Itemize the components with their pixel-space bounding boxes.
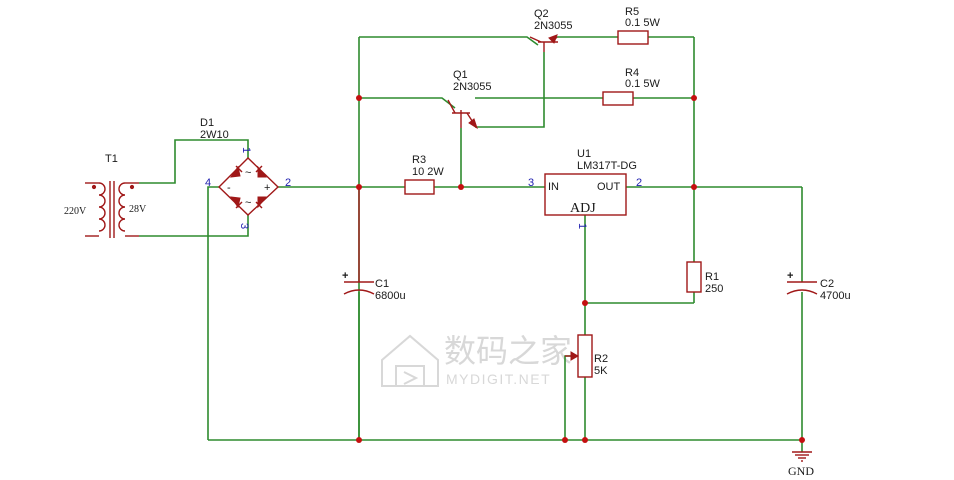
d1-pin-3: 3 bbox=[238, 223, 250, 229]
regulator-u1: U1 LM317T-DG IN OUT ADJ 3 2 1 bbox=[528, 148, 642, 229]
r3-ref: R3 bbox=[412, 154, 426, 166]
capacitor-c2: + C2 4700u bbox=[786, 270, 851, 302]
junction-dot bbox=[582, 300, 588, 306]
u1-pin-out: 2 bbox=[636, 177, 642, 189]
r4-ref: R4 bbox=[625, 67, 639, 79]
wire-q1-emitter bbox=[475, 52, 545, 128]
watermark: 数码之家 MYDIGIT.NET bbox=[381, 333, 572, 387]
junction-dot bbox=[458, 184, 464, 190]
u1-value: LM317T-DG bbox=[577, 160, 637, 172]
potentiometer-r2: R2 5K bbox=[565, 334, 608, 378]
d1-ac2: ~ bbox=[245, 197, 251, 209]
q1-value: 2N3055 bbox=[453, 81, 492, 93]
watermark-text-en: MYDIGIT.NET bbox=[446, 371, 551, 387]
junction-dot bbox=[582, 437, 588, 443]
c2-value: 4700u bbox=[820, 290, 851, 302]
ground-label: GND bbox=[788, 464, 814, 478]
u1-out-label: OUT bbox=[597, 181, 621, 193]
d1-pin-1: 1 bbox=[240, 147, 252, 153]
junction-dot bbox=[356, 184, 362, 190]
u1-adj-label: ADJ bbox=[570, 201, 596, 216]
d1-plus: + bbox=[264, 182, 270, 194]
ground-symbol: GND bbox=[788, 451, 814, 478]
c2-ref: C2 bbox=[820, 278, 834, 290]
watermark-text-cn: 数码之家 bbox=[444, 333, 572, 369]
capacitor-c1: + C1 6800u bbox=[342, 187, 406, 302]
wire-sec-top bbox=[139, 139, 249, 184]
junction-dot bbox=[356, 95, 362, 101]
d1-pin-4: 4 bbox=[205, 177, 211, 189]
d1-pin-2: 2 bbox=[285, 177, 291, 189]
junction-dot bbox=[356, 437, 362, 443]
r4-value: 0.1 5W bbox=[625, 78, 660, 90]
watermark-logo-icon bbox=[381, 334, 439, 387]
r5-ref: R5 bbox=[625, 6, 639, 18]
u1-ref: U1 bbox=[577, 148, 591, 160]
t1-ref: T1 bbox=[105, 153, 118, 165]
wire-q2-collector bbox=[359, 36, 539, 46]
wire-q1-collector bbox=[359, 97, 456, 109]
u1-pin-adj: 1 bbox=[576, 223, 588, 229]
wire-bridge-minus bbox=[207, 186, 219, 440]
junctions bbox=[356, 95, 805, 443]
u1-pin-in: 3 bbox=[528, 177, 534, 189]
r3-value: 10 2W bbox=[412, 166, 444, 178]
c1-value: 6800u bbox=[375, 290, 406, 302]
q2-value: 2N3055 bbox=[534, 20, 573, 32]
wire-sec-bottom bbox=[139, 215, 249, 237]
junction-dot bbox=[562, 437, 568, 443]
transistor-q1: Q1 2N3055 bbox=[447, 69, 492, 130]
q1-ref: Q1 bbox=[453, 69, 468, 81]
r5-value: 0.1 5W bbox=[625, 17, 660, 29]
t1-secondary-voltage: 28V bbox=[129, 204, 147, 215]
junction-dot bbox=[691, 95, 697, 101]
resistor-r1: R1 250 bbox=[686, 261, 723, 295]
resistor-r3: R3 10 2W bbox=[404, 154, 444, 195]
bridge-rectifier-d1: D1 2W10 1 2 3 4 - + ~ ~ bbox=[200, 117, 291, 229]
d1-value: 2W10 bbox=[200, 129, 229, 141]
t1-primary-voltage: 220V bbox=[64, 206, 87, 217]
d1-minus: - bbox=[227, 182, 231, 194]
resistor-r4: R4 0.1 5W bbox=[602, 67, 660, 106]
wires bbox=[139, 36, 803, 452]
d1-ac1: ~ bbox=[245, 167, 251, 179]
r2-value: 5K bbox=[594, 365, 608, 377]
junction-dot bbox=[799, 437, 805, 443]
r1-ref: R1 bbox=[705, 271, 719, 283]
junction-dot bbox=[691, 184, 697, 190]
transistor-q2: Q2 2N3055 bbox=[529, 8, 573, 52]
resistor-r5: R5 0.1 5W bbox=[617, 6, 660, 45]
q2-ref: Q2 bbox=[534, 8, 549, 20]
u1-in-label: IN bbox=[548, 181, 559, 193]
c2-polarity: + bbox=[787, 270, 793, 282]
transformer-t1: T1 220V 28V bbox=[64, 153, 147, 238]
r1-value: 250 bbox=[705, 283, 723, 295]
d1-ref: D1 bbox=[200, 117, 214, 129]
r2-ref: R2 bbox=[594, 353, 608, 365]
c1-ref: C1 bbox=[375, 278, 389, 290]
c1-polarity: + bbox=[342, 270, 348, 282]
